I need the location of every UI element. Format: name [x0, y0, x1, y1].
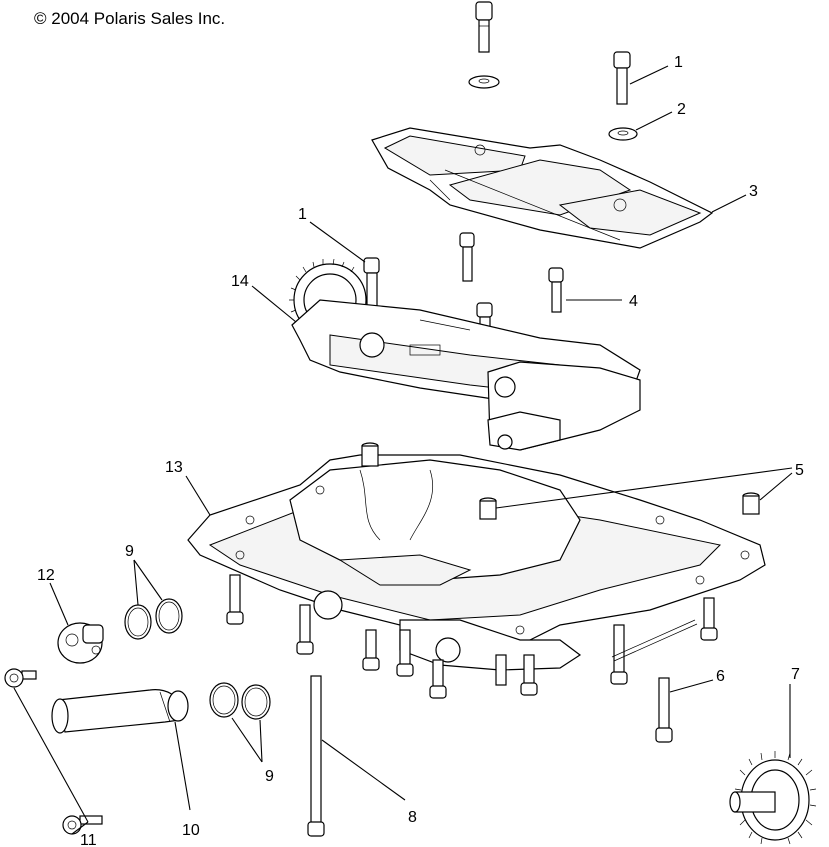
callout-5: 5 — [795, 462, 804, 479]
callout-9-upper: 9 — [125, 543, 134, 560]
o-rings-part-9-upper — [124, 598, 183, 640]
bolt-part-8 — [307, 675, 325, 837]
callout-14: 14 — [231, 273, 249, 290]
leader-lines — [13, 65, 793, 835]
bolt-part-4-a — [459, 232, 475, 282]
bolt-part-4-b — [548, 267, 564, 313]
callout-8: 8 — [408, 809, 417, 826]
baffle-plate-part-3 — [371, 127, 714, 249]
callout-11: 11 — [80, 832, 97, 847]
pickup-tube-part-10 — [51, 689, 189, 734]
callout-6: 6 — [716, 668, 725, 685]
oil-pan-part-13 — [187, 454, 766, 671]
dowel-part-5-a — [361, 442, 379, 467]
bolt-top — [475, 1, 493, 53]
pan-bolts — [226, 574, 718, 699]
washer-top — [468, 75, 500, 89]
bolt-part-1-upper — [613, 51, 631, 105]
cap-part-12 — [57, 622, 104, 664]
bolt-part-6 — [655, 677, 673, 743]
washer-part-2 — [608, 127, 638, 141]
o-rings-part-9-lower — [209, 682, 271, 720]
callout-9-lower: 9 — [265, 768, 274, 785]
callout-1-lower: 1 — [298, 206, 307, 223]
bolt-part-11-b — [62, 815, 103, 835]
callout-10: 10 — [182, 822, 200, 839]
callout-12: 12 — [37, 567, 55, 584]
callout-3: 3 — [749, 183, 758, 200]
callout-7: 7 — [791, 666, 800, 683]
dowel-part-5-c — [742, 492, 760, 515]
copyright-notice: © 2004 Polaris Sales Inc. — [34, 9, 226, 28]
callout-1-upper: 1 — [674, 54, 683, 71]
callout-13: 13 — [165, 459, 183, 476]
callout-4: 4 — [629, 293, 638, 310]
dowel-part-5-b — [479, 497, 497, 520]
bolt-part-11-a — [4, 668, 37, 688]
gear-part-7 — [729, 751, 817, 845]
callout-2: 2 — [677, 101, 686, 118]
oil-pump-part-14 — [289, 258, 641, 451]
